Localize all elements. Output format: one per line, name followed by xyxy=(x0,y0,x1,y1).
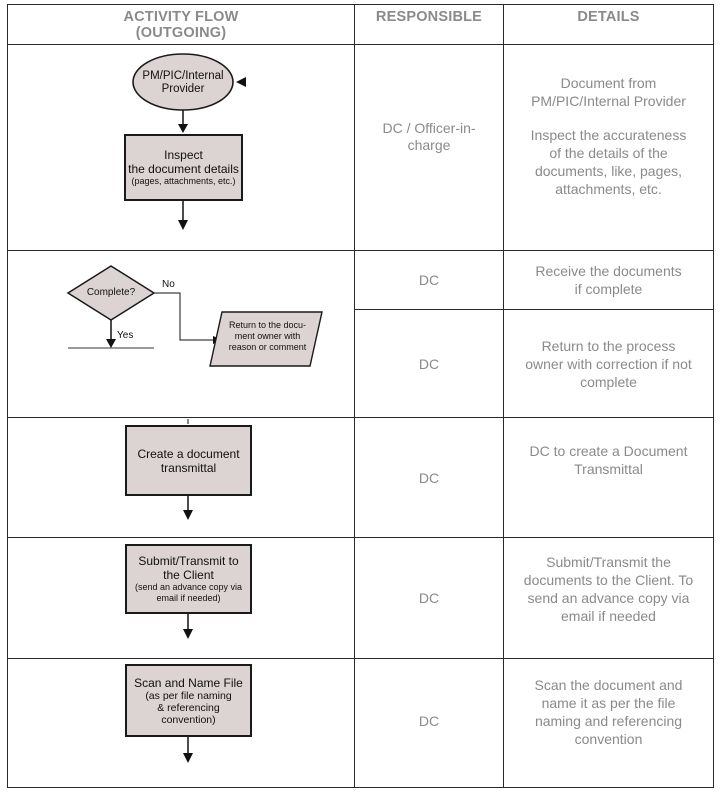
row2a-details-line1: Receive the documents xyxy=(535,263,682,279)
submit-box-line1: Submit/Transmit to xyxy=(138,554,239,568)
submit-box-sub2: email if needed) xyxy=(156,593,221,603)
header-activity-flow: ACTIVITY FLOW (OUTGOING) xyxy=(8,9,354,41)
inspect-box-title2: the document details xyxy=(128,162,239,176)
inspect-box: Inspect the document details (pages, att… xyxy=(124,134,243,201)
start-ellipse-line1: PM/PIC/Internal xyxy=(142,70,224,82)
row1-details-p1-line2: PM/PIC/Internal Provider xyxy=(531,93,686,109)
row1-details-p1-line1: Document from xyxy=(560,75,657,91)
submit-box-line2: the Client xyxy=(163,568,214,582)
row2b-responsible: DC xyxy=(418,355,440,372)
no-label: No xyxy=(162,279,175,290)
create-box-line1: Create a document xyxy=(137,446,240,461)
header-activity-flow-line2: (OUTGOING) xyxy=(135,25,227,41)
create-transmittal-box: Create a document transmittal xyxy=(125,425,252,496)
row4-details-line2: documents to the Client. To xyxy=(523,572,694,588)
arrow-down-icon xyxy=(183,510,193,520)
row5-details-line3: naming and referencing xyxy=(534,713,683,729)
submit-box-sub1: (send an advance copy via xyxy=(134,582,243,592)
header-details: DETAILS xyxy=(577,9,640,25)
row4-details: Submit/Transmit the documents to the Cli… xyxy=(504,553,713,625)
row2a-responsible: DC xyxy=(418,271,440,288)
decision-label: Complete? xyxy=(86,287,136,298)
row1-details-p2-line3: documents, like, pages, xyxy=(534,163,683,179)
arrow-down-icon xyxy=(106,339,116,348)
row3-details-line1: DC to create a Document xyxy=(529,443,688,459)
row4-responsible: DC xyxy=(418,589,440,606)
inbound-arrowhead-icon xyxy=(236,77,246,87)
row1-details-p2-line1: Inspect the accurateness xyxy=(530,127,687,143)
row5-details: Scan the document and name it as per the… xyxy=(504,676,713,748)
row1-details: Document from PM/PIC/Internal Provider I… xyxy=(504,74,713,198)
row5-responsible: DC xyxy=(418,712,440,729)
row1-responsible: DC / Officer-in- charge xyxy=(355,117,503,157)
arrow-down-icon xyxy=(178,124,188,133)
scan-name-box: Scan and Name File (as per file naming &… xyxy=(125,664,252,737)
row5-details-line4: convention xyxy=(574,731,643,747)
submit-client-box: Submit/Transmit to the Client (send an a… xyxy=(125,544,252,614)
row4-details-line4: email if needed xyxy=(561,608,656,624)
arrow-down-icon xyxy=(183,753,193,763)
return-parallelogram xyxy=(209,311,323,367)
row3-details: DC to create a Document Transmittal xyxy=(504,442,713,478)
inspect-box-sub: (pages, attachments, etc.) xyxy=(131,176,236,186)
row5-details-line1: Scan the document and xyxy=(534,677,683,693)
row3-details-line2: Transmittal xyxy=(574,461,643,477)
row2b-details-line1: Return to the process xyxy=(541,338,676,354)
return-line1: Return to the docu- xyxy=(228,320,307,330)
header-activity-flow-line1: ACTIVITY FLOW xyxy=(123,9,239,25)
row1-details-p2-line4: attachments, etc. xyxy=(555,181,662,197)
scan-box-line1: Scan and Name File xyxy=(134,675,243,690)
yes-label: Yes xyxy=(117,330,134,341)
start-ellipse-label: PM/PIC/Internal Provider xyxy=(133,70,233,96)
row2b-details-line2: owner with correction if not xyxy=(525,356,692,372)
scan-box-sub3: convention) xyxy=(161,713,216,726)
inspect-box-title1: Inspect xyxy=(164,148,203,162)
return-line3: reason or comment xyxy=(228,342,307,352)
row1-responsible-line2: charge xyxy=(407,137,451,153)
row3-responsible: DC xyxy=(418,469,440,486)
row2a-details-line2: if complete xyxy=(574,281,643,297)
create-box-line2: transmittal xyxy=(160,460,217,475)
row2a-details: Receive the documents if complete xyxy=(504,262,713,298)
return-line2: ment owner with xyxy=(234,331,301,341)
scan-box-sub1: (as per file naming xyxy=(145,689,232,702)
row2b-details: Return to the process owner with correct… xyxy=(504,337,713,391)
row1-details-p2-line2: of the details of the xyxy=(549,145,668,161)
arrow-down-icon xyxy=(183,629,193,639)
no-branch-connector xyxy=(154,292,216,341)
row4-details-line1: Submit/Transmit the xyxy=(546,554,671,570)
arrow-down-icon xyxy=(178,220,188,230)
scan-box-sub2: & referencing xyxy=(157,701,220,714)
row2b-details-line3: complete xyxy=(580,374,637,390)
return-parallelogram-label: Return to the docu- ment owner with reas… xyxy=(220,320,315,353)
header-responsible: RESPONSIBLE xyxy=(375,9,483,25)
row4-details-line3: send an advance copy via xyxy=(527,590,690,606)
row5-details-line2: name it as per the file xyxy=(541,695,676,711)
start-ellipse-line2: Provider xyxy=(161,83,205,95)
row1-responsible-line1: DC / Officer-in- xyxy=(382,120,476,136)
